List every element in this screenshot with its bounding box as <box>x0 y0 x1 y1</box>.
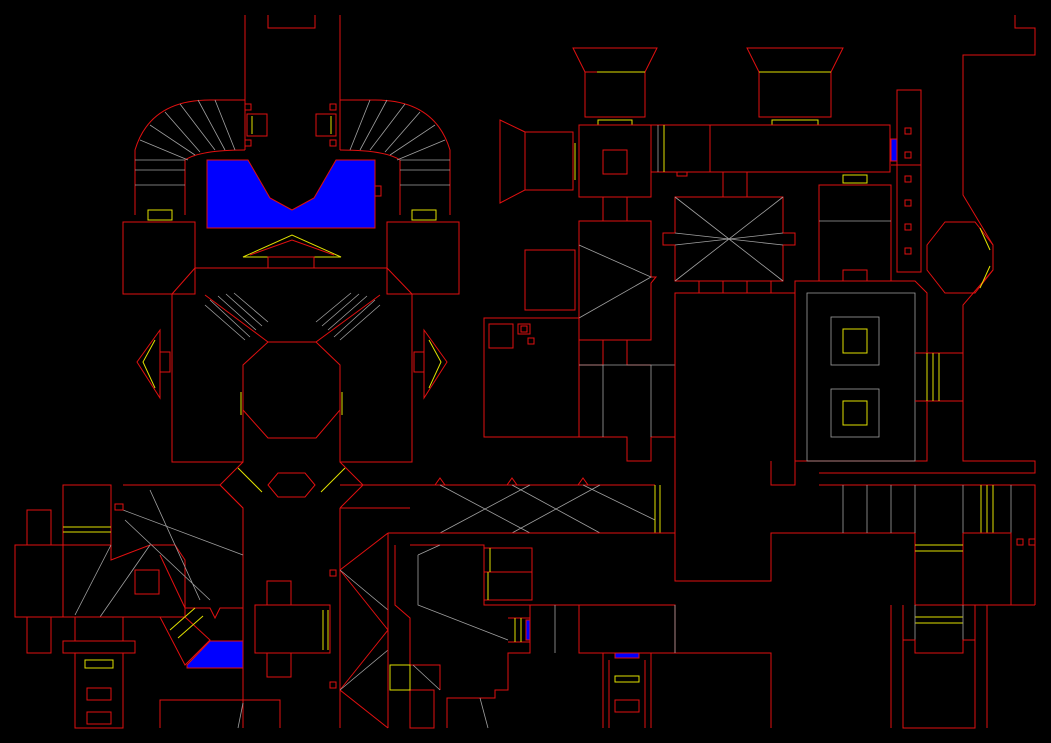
central-corridor <box>339 477 676 729</box>
southeast-stairs <box>819 484 1036 729</box>
east-round-room <box>890 15 1036 353</box>
west-wing <box>14 484 281 729</box>
south-corridor <box>387 533 772 729</box>
blue-pool-southwest <box>159 569 337 689</box>
blue-pool-north <box>206 159 376 229</box>
east-pillar-room <box>674 280 1036 606</box>
north-temple <box>122 15 460 400</box>
crossed-chamber <box>483 47 892 462</box>
